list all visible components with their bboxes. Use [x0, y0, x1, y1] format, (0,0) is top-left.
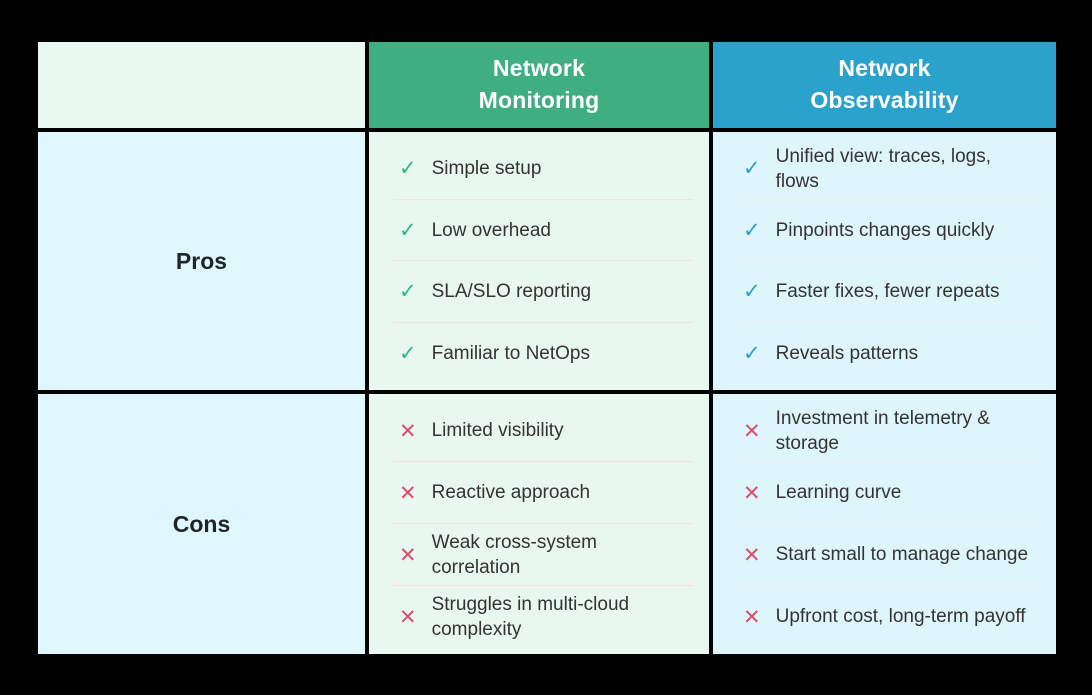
item-text: Upfront cost, long-term payoff	[775, 606, 1026, 628]
check-icon: ✓	[743, 156, 761, 181]
item-text: Investment in telemetry & storage	[775, 407, 990, 454]
con-item: ✕ Reactive approach	[369, 462, 709, 524]
pro-item: ✓ Unified view: traces, logs, flows	[713, 138, 1056, 200]
x-icon: ✕	[743, 604, 761, 629]
header-line-1: Network	[492, 55, 586, 82]
check-icon: ✓	[743, 340, 761, 365]
x-icon: ✕	[399, 604, 417, 629]
con-item: ✕ Investment in telemetry & storage	[713, 400, 1056, 462]
pro-item: ✓ Simple setup	[369, 138, 709, 200]
pro-item: ✓ Low overhead	[369, 200, 709, 262]
item-text: Familiar to NetOps	[431, 342, 590, 364]
pro-item: ✓ SLA/SLO reporting	[369, 261, 709, 323]
con-item: ✕ Start small to manage change	[713, 524, 1056, 586]
item-text: Start small to manage change	[775, 544, 1029, 566]
observability-cons-cell: ✕ Investment in telemetry & storage ✕ Learn…	[713, 394, 1056, 654]
monitoring-pros-cell: ✓ Simple setup ✓ Low overhead ✓ SLA/SLO repor…	[369, 132, 709, 390]
con-item: ✕ Upfront cost, long-term payoff	[713, 586, 1056, 648]
item-text: Limited visibility	[431, 420, 564, 442]
pro-item: ✓ Familiar to NetOps	[369, 323, 709, 385]
check-icon: ✓	[399, 279, 417, 304]
corner-cell	[38, 42, 365, 128]
con-item: ✕ Struggles in multi-cloud complexity	[369, 586, 709, 648]
x-icon: ✕	[743, 418, 761, 443]
header-line-2: Monitoring	[478, 87, 600, 113]
item-text: Faster fixes, fewer repeats	[775, 281, 1000, 303]
item-text: Reveals patterns	[775, 342, 919, 364]
item-text: Struggles in multi-cloud complexity	[431, 593, 630, 640]
item-text: Reactive approach	[431, 482, 591, 504]
pro-item: ✓ Reveals patterns	[713, 323, 1056, 385]
con-item: ✕ Weak cross-system correlation	[369, 524, 709, 586]
pro-item: ✓ Faster fixes, fewer repeats	[713, 261, 1056, 323]
header-line-2: Observability	[810, 87, 959, 113]
row-label-pros: Pros	[38, 132, 365, 390]
header-line-1: Network	[838, 55, 931, 82]
check-icon: ✓	[743, 217, 761, 242]
check-icon: ✓	[743, 279, 761, 304]
x-icon: ✕	[399, 480, 417, 505]
item-text: Weak cross-system correlation	[431, 531, 598, 578]
column-header-network-observability: Network Observability	[713, 42, 1056, 128]
comparison-table: Network Monitoring Network Observability…	[38, 42, 1056, 654]
x-icon: ✕	[743, 480, 761, 505]
x-icon: ✕	[399, 418, 417, 443]
check-icon: ✓	[399, 156, 417, 181]
item-text: Pinpoints changes quickly	[775, 219, 995, 241]
con-item: ✕ Learning curve	[713, 462, 1056, 524]
column-header-network-monitoring: Network Monitoring	[369, 42, 709, 128]
con-item: ✕ Limited visibility	[369, 400, 709, 462]
item-text: Simple setup	[431, 158, 542, 180]
row-label-cons: Cons	[38, 394, 365, 654]
pro-item: ✓ Pinpoints changes quickly	[713, 200, 1056, 262]
monitoring-cons-cell: ✕ Limited visibility ✕ Reactive approach ✕ We…	[369, 394, 709, 654]
item-text: Low overhead	[431, 219, 551, 241]
observability-pros-cell: ✓ Unified view: traces, logs, flows ✓ Pinpo…	[713, 132, 1056, 390]
item-text: SLA/SLO reporting	[431, 281, 592, 303]
check-icon: ✓	[399, 217, 417, 242]
check-icon: ✓	[399, 340, 417, 365]
item-text: Unified view: traces, logs, flows	[775, 145, 992, 192]
item-text: Learning curve	[775, 482, 902, 504]
x-icon: ✕	[399, 542, 417, 567]
x-icon: ✕	[743, 542, 761, 567]
